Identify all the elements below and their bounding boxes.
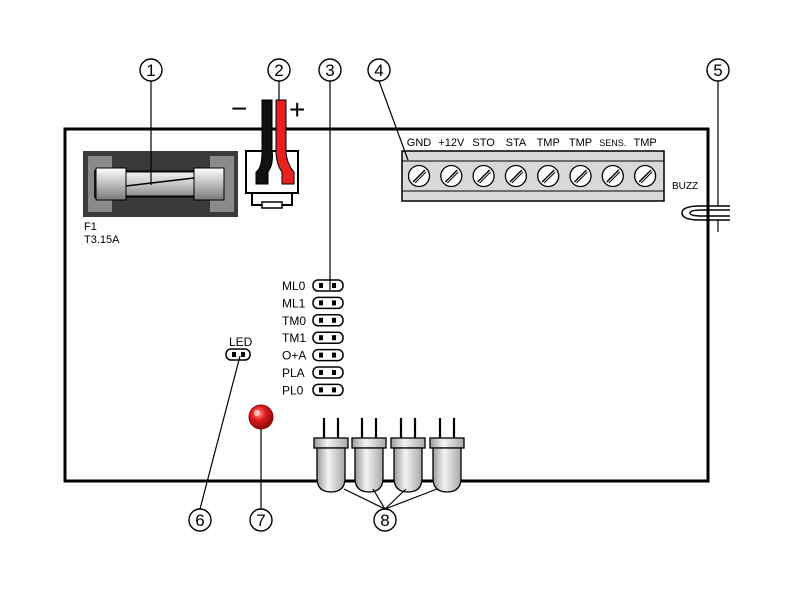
callout-4: 4 [367,58,391,82]
red-led [248,404,274,430]
jumper [312,279,344,292]
callout-8: 8 [373,508,397,532]
callout-number: 6 [195,511,204,530]
terminal-screw [569,164,592,188]
led-highlight [254,410,260,416]
jumper [312,348,344,362]
jumper [312,296,344,310]
ir-diode [429,418,465,493]
terminal-label: SENS. [599,138,626,148]
terminal-label: GND [407,137,432,149]
plus-sign: + [289,94,305,125]
ir-diode [390,418,426,493]
callout-number: 3 [325,61,334,80]
fuse-id: F1 [84,221,97,233]
terminal-screw [504,164,528,188]
buzzer-wire [681,205,730,221]
callout-7: 7 [249,508,273,532]
jumper-label: ML0 [282,279,306,293]
terminal-screw [407,164,431,188]
fuse-cap-right [193,167,225,201]
callout-2: 2 [267,58,291,82]
fuse-cap-left [95,167,127,201]
jumper-label: TM1 [282,331,306,345]
jumper [312,383,344,397]
fuse-holder [83,151,238,217]
jumper [312,366,344,379]
fuse-glass [125,171,195,197]
minus-sign: − [231,93,247,124]
callout-number: 5 [713,61,722,80]
callout-3: 3 [318,58,342,82]
led-jumper-label: LED [229,335,253,349]
ir-diode [351,418,387,493]
black-wire [255,99,273,185]
power-connector [245,99,299,209]
terminal-label: STA [506,137,527,149]
jumper-label: O+A [282,349,306,363]
callout-number: 4 [374,61,383,80]
terminal-screw [601,164,624,188]
terminal-label: TMP [537,137,560,149]
terminal-screw [633,164,657,188]
callout-1: 1 [139,58,163,82]
terminal-block [401,150,665,202]
jumper-label: TM0 [282,314,306,328]
ir-diode [313,418,349,493]
jumper-label: PL0 [282,383,304,397]
leader-lines [150,80,719,510]
callout-number: 7 [256,511,265,530]
terminal-label: STO [472,137,495,149]
jumper [312,331,344,344]
terminal-label: +12V [438,137,465,149]
fuse-rating: T3.15A [84,234,120,246]
terminal-screw [537,164,560,188]
terminal-screw [472,164,495,188]
led-jumper [225,348,251,361]
buzzer-label: BUZZ [672,181,698,192]
callout-6: 6 [188,508,212,532]
callout-5: 5 [706,58,730,82]
terminal-label: TMP [569,137,592,149]
jumper-label: PLA [282,366,305,380]
jumper [312,314,344,327]
callout-number: 1 [146,61,155,80]
jumper-label: ML1 [282,296,306,310]
red-wire [275,99,295,185]
callout-number: 2 [274,61,283,80]
terminal-screw [440,164,463,188]
callout-number: 8 [380,511,389,530]
terminal-label: TMP [633,137,656,149]
